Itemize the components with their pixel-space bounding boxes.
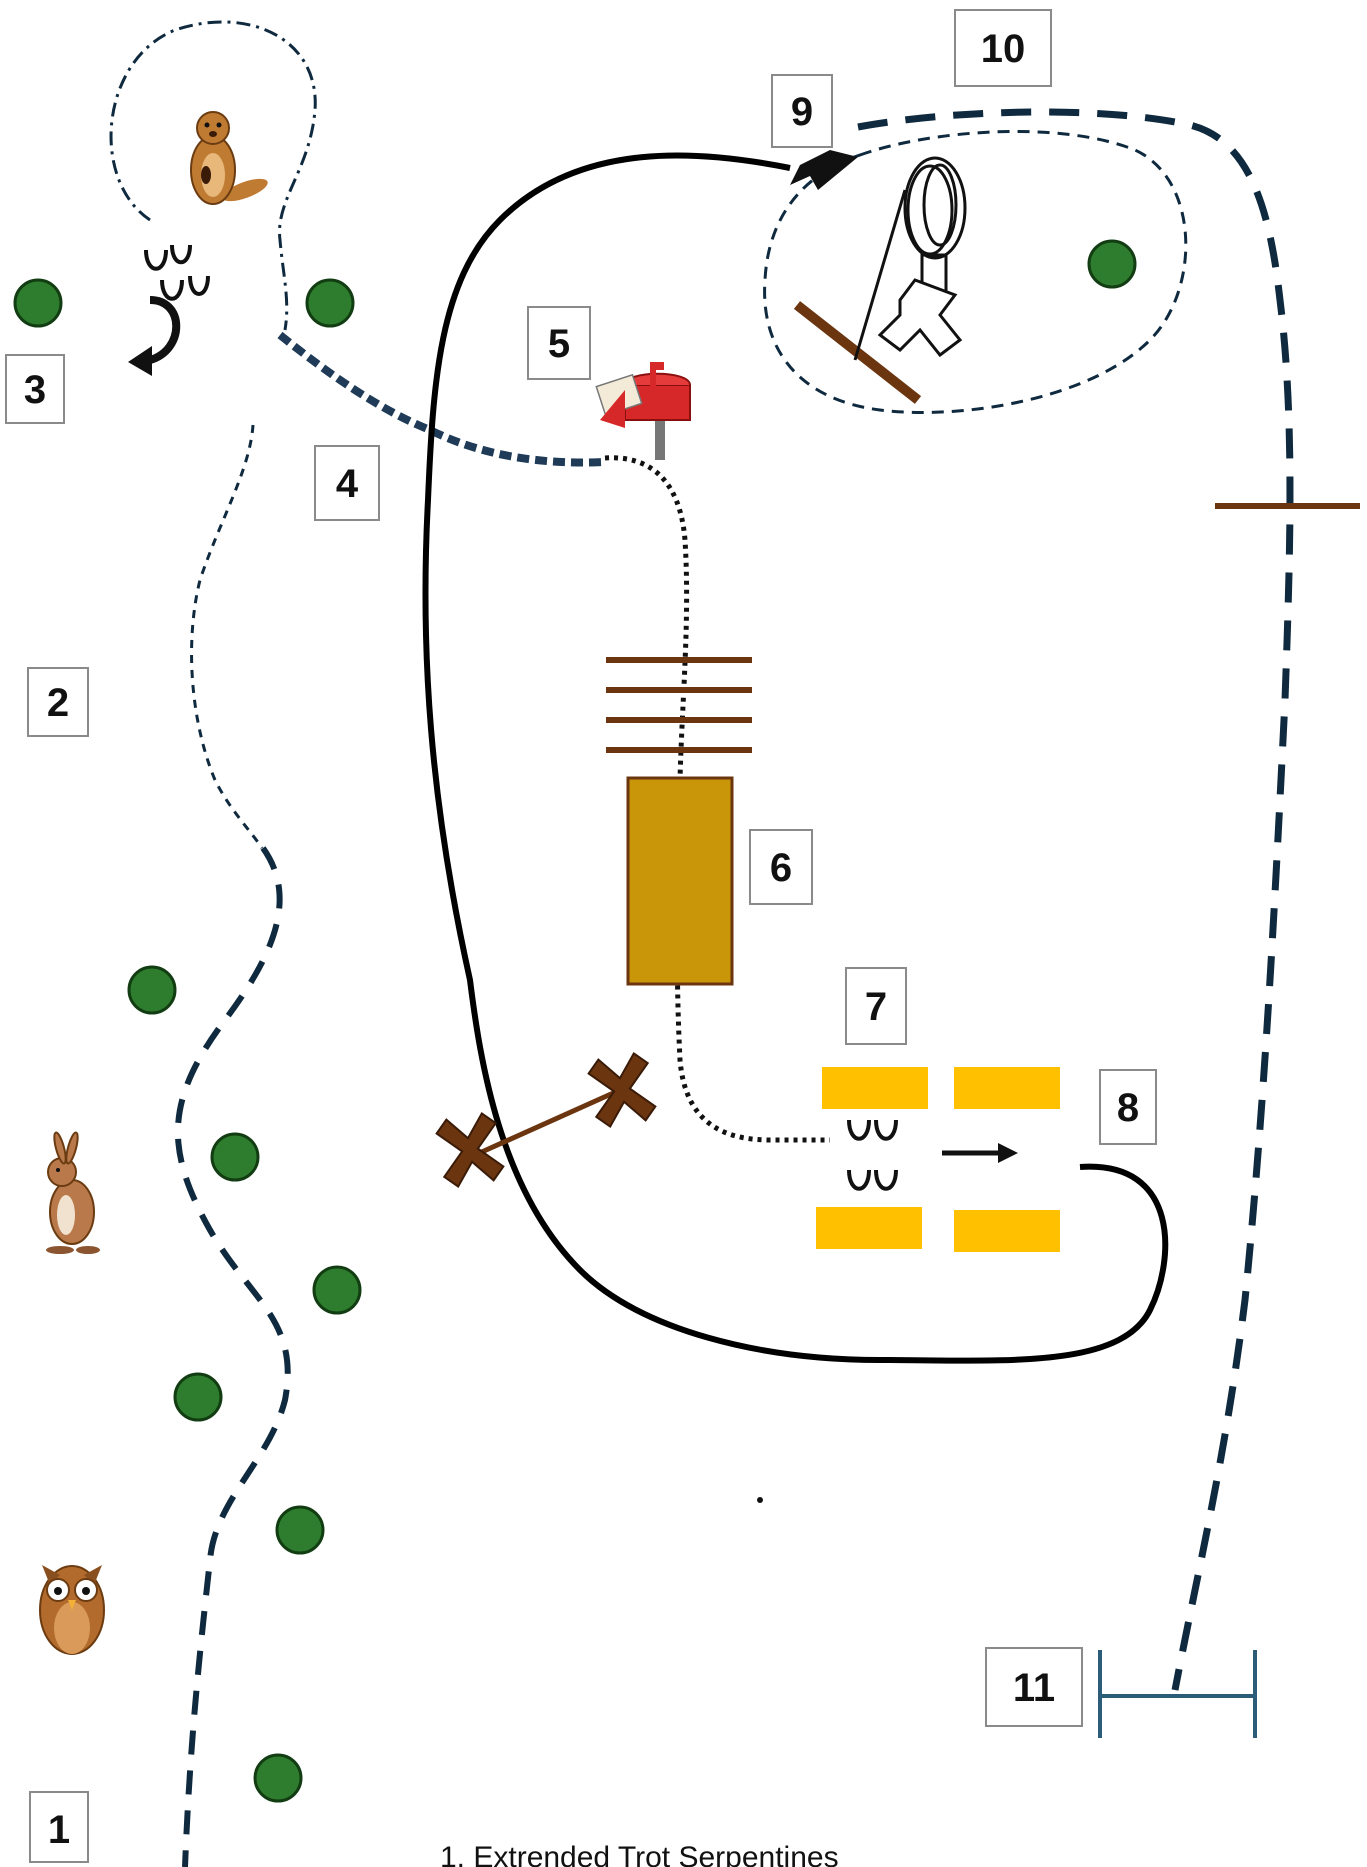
svg-text:7: 7 (865, 985, 887, 1029)
svg-text:4: 4 (336, 462, 359, 506)
number-box-4: 4 (314, 445, 380, 521)
dash-dot-loop-path (109, 20, 317, 331)
cone-blocks (816, 1067, 1060, 1252)
outer-dashed-path (857, 108, 1294, 1691)
svg-text:8: 8 (1117, 1086, 1139, 1130)
arrow-head-icon (790, 150, 858, 190)
horseshoe-icon (144, 244, 210, 301)
number-box-7: 7 (845, 967, 907, 1045)
trees (13, 239, 1137, 1803)
number-box-11: 11 (985, 1647, 1083, 1727)
number-box-8: 8 (1099, 1069, 1157, 1145)
number-box-5: 5 (527, 306, 591, 380)
rope-gate-icon (853, 156, 967, 361)
thin-dashed-path (190, 424, 264, 849)
x-pole-obstacle (435, 1051, 657, 1189)
bridge-panel (626, 776, 734, 986)
number-box-10: 10 (954, 9, 1052, 87)
mailbox-icon (595, 362, 691, 460)
rabbit-icon (46, 1131, 100, 1254)
svg-text:9: 9 (791, 90, 813, 134)
direction-arrow-icon (942, 1143, 1018, 1163)
svg-text:2: 2 (47, 681, 69, 725)
legend-line-1: 1. Extrended Trot Serpentines (440, 1841, 839, 1867)
number-box-1: 1 (29, 1791, 89, 1863)
number-box-3: 3 (5, 354, 65, 424)
number-box-9: 9 (771, 74, 833, 148)
solid-path (422, 152, 1169, 1364)
ground-poles (606, 657, 752, 753)
svg-text:1: 1 (48, 1808, 70, 1852)
rope-gate-loop-path (763, 130, 1188, 414)
serpentine-dashed-path (175, 846, 291, 1867)
number-box-2: 2 (27, 667, 89, 737)
number-box-6: 6 (749, 829, 813, 905)
stray-dot (757, 1497, 763, 1503)
heavy-dotted-path (277, 331, 606, 467)
horseshoe-icon (847, 1119, 898, 1191)
svg-text:6: 6 (770, 846, 792, 890)
finish-gate (1098, 1650, 1257, 1738)
svg-text:5: 5 (548, 322, 570, 366)
owl-icon (39, 1565, 105, 1655)
svg-text:11: 11 (1013, 1666, 1055, 1710)
beaver-icon (190, 111, 268, 205)
turn-arrow-icon (128, 296, 181, 376)
svg-text:3: 3 (24, 368, 46, 412)
svg-text:10: 10 (981, 27, 1026, 71)
